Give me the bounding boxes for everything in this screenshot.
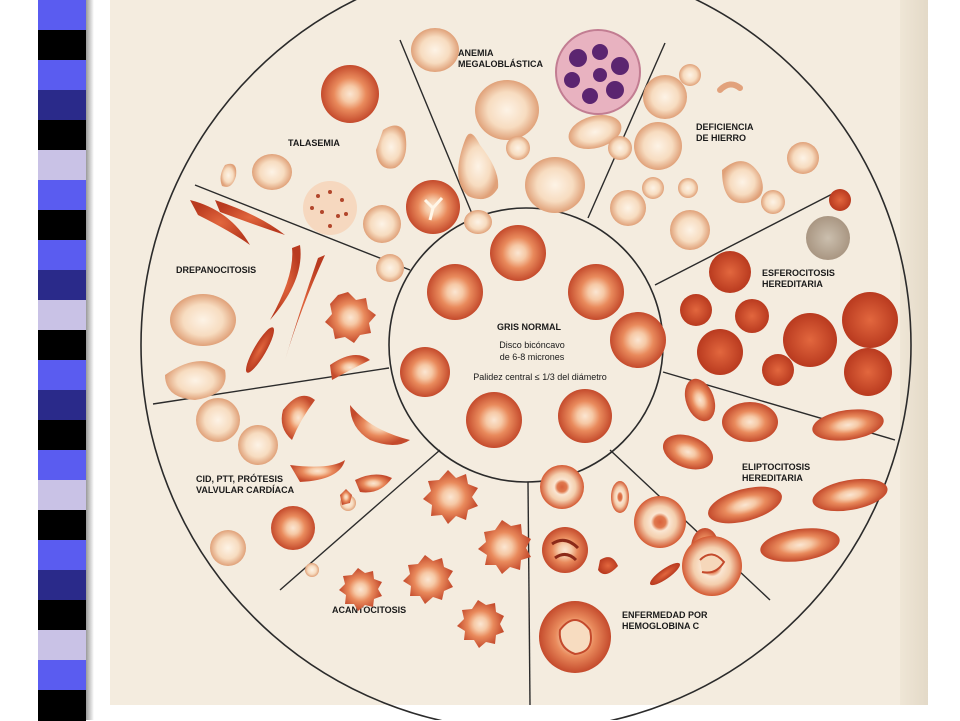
center-line-2: de 6-8 micrones bbox=[500, 352, 565, 362]
sidebar-shadow bbox=[86, 0, 94, 720]
label-elipto-line-2: HEREDITARIA bbox=[742, 473, 803, 483]
stripe-segment bbox=[38, 240, 86, 271]
center-line-3: Palidez central ≤ 1/3 del diámetro bbox=[473, 372, 607, 382]
label-anemia-line-1: ANEMIA bbox=[458, 48, 494, 58]
label-cid-line-1: CID, PTT, PRÓTESIS bbox=[196, 473, 283, 484]
stripe-segment bbox=[38, 540, 86, 571]
sector-talasemia: TALASEMIA bbox=[220, 65, 460, 282]
sector-acantocitosis: ACANTOCITOSIS bbox=[305, 470, 531, 648]
label-anemia-line-2: MEGALOBLÁSTICA bbox=[458, 59, 543, 69]
stripe-segment bbox=[38, 30, 86, 61]
label-talasemia: TALASEMIA bbox=[288, 138, 340, 148]
stripe-segment bbox=[38, 360, 86, 391]
label-hierro-line-1: DEFICIENCIA bbox=[696, 122, 754, 132]
label-esfero-line-2: HEREDITARIA bbox=[762, 279, 823, 289]
stripe-segment bbox=[38, 630, 86, 661]
center-title: GRIS NORMAL bbox=[497, 322, 562, 332]
normal-cells bbox=[400, 225, 666, 448]
label-hierro-line-2: DE HIERRO bbox=[696, 133, 746, 143]
sector-anemia-megaloblastica: ANEMIA MEGALOBLÁSTICA bbox=[411, 28, 641, 234]
stripe-segment bbox=[38, 480, 86, 511]
label-acanto: ACANTOCITOSIS bbox=[332, 605, 406, 615]
stripe-segment bbox=[38, 570, 86, 601]
label-hemo-line-2: HEMOGLOBINA C bbox=[622, 621, 700, 631]
outer-circle bbox=[140, 0, 912, 720]
stripe-segment bbox=[38, 60, 86, 91]
plate-edge bbox=[900, 0, 928, 705]
stripe-segment bbox=[38, 270, 86, 301]
stripe-segment bbox=[38, 300, 86, 331]
sector-eliptocitosis: ELIPTOCITOSIS HEREDITARIA bbox=[662, 378, 888, 568]
stripe-segment bbox=[38, 510, 86, 541]
sector-hemoglobina-c: ENFERMEDAD POR HEMOGLOBINA C bbox=[539, 465, 742, 673]
stripe-segment bbox=[38, 420, 86, 451]
stripe-segment bbox=[38, 690, 86, 721]
decorative-sidebar-stripe bbox=[38, 0, 86, 721]
stripe-segment bbox=[38, 450, 86, 481]
stripe-segment bbox=[38, 120, 86, 151]
label-drepa: DREPANOCITOSIS bbox=[176, 265, 256, 275]
stripe-segment bbox=[38, 600, 86, 631]
label-hemo-line-1: ENFERMEDAD POR bbox=[622, 610, 708, 620]
stripe-segment bbox=[38, 660, 86, 691]
stripe-segment bbox=[38, 330, 86, 361]
label-esfero-line-1: ESFEROCITOSIS bbox=[762, 268, 835, 278]
sector-esferocitosis: ESFEROCITOSIS HEREDITARIA bbox=[680, 189, 898, 396]
sector-drepanocitosis: DREPANOCITOSIS bbox=[165, 200, 376, 400]
stripe-segment bbox=[38, 210, 86, 241]
label-cid-line-2: VALVULAR CARDÍACA bbox=[196, 485, 295, 495]
stripe-segment bbox=[38, 0, 86, 31]
stripe-segment bbox=[38, 180, 86, 211]
sector-deficiencia-hierro: DEFICIENCIA DE HIERRO bbox=[608, 64, 819, 250]
stripe-segment bbox=[38, 150, 86, 181]
stripe-segment bbox=[38, 90, 86, 121]
sector-cid-ptt: CID, PTT, PRÓTESIS VALVULAR CARDÍACA bbox=[196, 395, 410, 566]
label-elipto-line-1: ELIPTOCITOSIS bbox=[742, 462, 810, 472]
stripe-segment bbox=[38, 390, 86, 421]
center-line-1: Disco bicóncavo bbox=[499, 340, 565, 350]
center-caption: GRIS NORMAL Disco bicóncavo de 6-8 micro… bbox=[473, 322, 607, 382]
